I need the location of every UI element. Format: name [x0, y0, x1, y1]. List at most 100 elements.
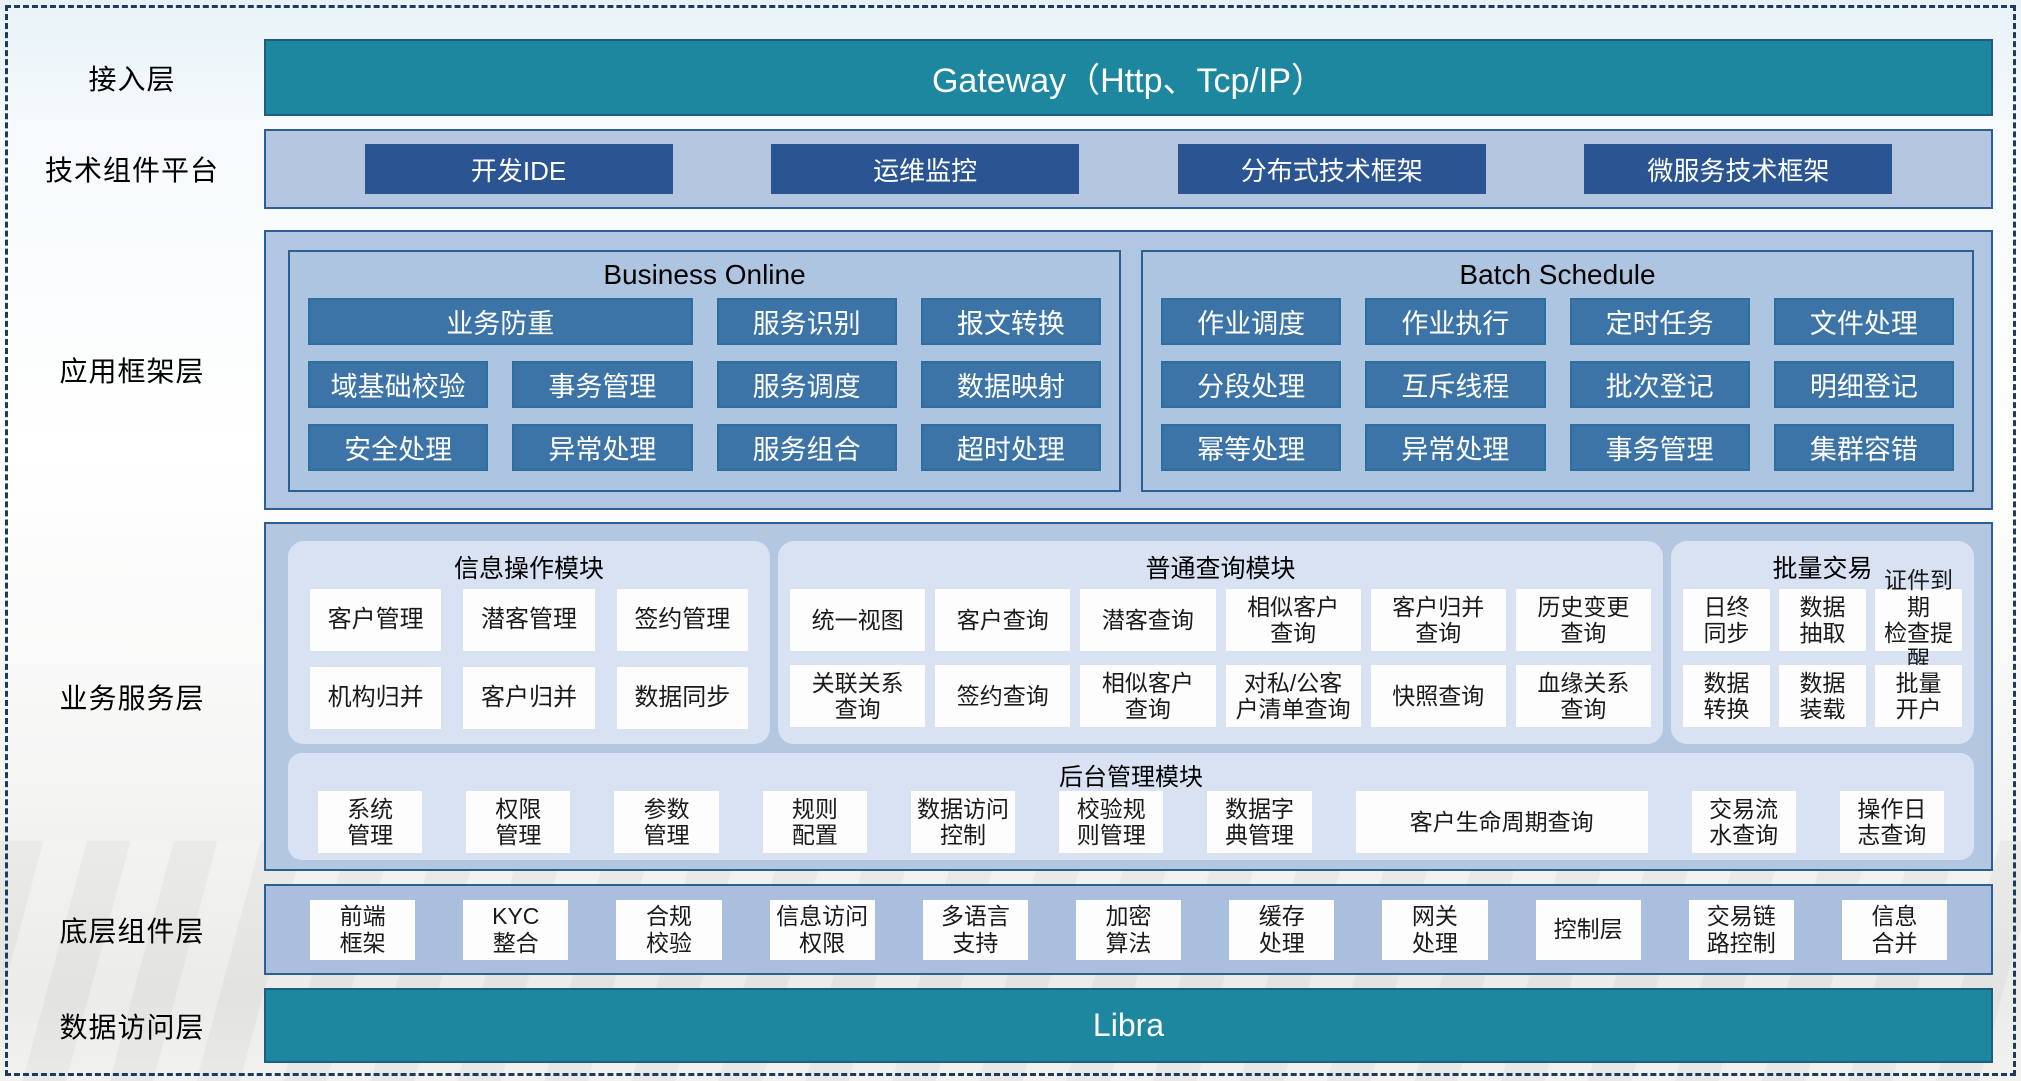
- info-ops-grid: 客户管理 潜客管理 签约管理 机构归并 客户归并 数据同步: [288, 589, 770, 730]
- admin-chip: 操作日 志查询: [1839, 791, 1944, 853]
- batch-trade-chip: 数据 装载: [1779, 665, 1866, 727]
- bo-chip: 服务调度: [716, 361, 897, 408]
- query-chip: 客户归并 查询: [1370, 589, 1506, 651]
- admin-panel: 后台管理模块 系统 管理 权限 管理 参数 管理 规则 配置 数据访问 控制 校…: [288, 753, 1974, 860]
- info-ops-title: 信息操作模块: [453, 555, 604, 583]
- bs-chip: 批次登记: [1569, 361, 1750, 408]
- info-ops-panel: 信息操作模块 客户管理 潜客管理 签约管理 机构归并 客户归并 数据同步: [288, 541, 770, 744]
- admin-chip: 参数 管理: [614, 791, 719, 853]
- base-chip: 多语言 支持: [922, 899, 1028, 960]
- bo-chip: 服务组合: [716, 424, 897, 471]
- query-chip: 快照查询: [1370, 665, 1506, 727]
- query-chip: 潜客查询: [1080, 589, 1216, 651]
- admin-chip: 校验规 则管理: [1059, 791, 1164, 853]
- gateway-bar: Gateway（Http、Tcp/IP）: [264, 39, 1993, 116]
- access-layer-label: 接入层: [88, 63, 176, 95]
- query-chip: 关联关系 查询: [790, 665, 926, 727]
- bo-chip: 事务管理: [512, 361, 693, 408]
- batch-trade-grid: 日终 同步 数据 抽取 证件到期 检查提醒 数据 转换 数据 装载 批量 开户: [1671, 567, 1974, 730]
- bo-chip: 服务识别: [716, 298, 897, 345]
- admin-row: 系统 管理 权限 管理 参数 管理 规则 配置 数据访问 控制 校验规 则管理 …: [288, 791, 1974, 853]
- bs-chip: 定时任务: [1569, 298, 1750, 345]
- tech-item-distributed-framework: 分布式技术框架: [1177, 144, 1486, 194]
- query-chip: 统一视图: [790, 589, 926, 651]
- query-chip: 相似客户 查询: [1225, 589, 1361, 651]
- libra-bar: Libra: [264, 988, 1993, 1063]
- tech-platform-panel: 开发IDE 运维监控 分布式技术框架 微服务技术框架: [264, 129, 1993, 209]
- batch-trade-panel: 批量交易 日终 同步 数据 抽取 证件到期 检查提醒 数据 转换 数据 装载 批…: [1671, 541, 1974, 744]
- query-chip: 签约查询: [935, 665, 1071, 727]
- tech-platform-row: 技术组件平台 开发IDE 运维监控 分布式技术框架 微服务技术框架: [0, 129, 2021, 209]
- tech-item-ops-monitor: 运维监控: [771, 144, 1080, 194]
- admin-title: 后台管理模块: [1059, 763, 1203, 791]
- bs-chip: 事务管理: [1569, 424, 1750, 471]
- business-online-title: Business Online: [603, 259, 806, 290]
- base-chip: 信息 合并: [1841, 899, 1948, 960]
- info-ops-chip: 潜客管理: [463, 589, 595, 651]
- bs-chip: 明细登记: [1773, 361, 1954, 408]
- batch-schedule-grid: 作业调度 作业执行 定时任务 文件处理 分段处理 互斥线程 批次登记 明细登记 …: [1143, 298, 1972, 485]
- app-framework-panel: Business Online 业务防重 服务识别 报文转换 域基础校验 事务管…: [264, 230, 1993, 510]
- bs-chip: 分段处理: [1161, 361, 1342, 408]
- tech-item-microservice-framework: 微服务技术框架: [1584, 144, 1893, 194]
- bo-chip: 安全处理: [308, 424, 489, 471]
- base-chip: KYC 整合: [463, 899, 569, 960]
- admin-chip: 交易流 水查询: [1691, 791, 1796, 853]
- bs-chip: 异常处理: [1365, 424, 1546, 471]
- business-online-grid: 业务防重 服务识别 报文转换 域基础校验 事务管理 服务调度 数据映射 安全处理…: [290, 298, 1119, 485]
- bo-chip: 数据映射: [920, 361, 1101, 408]
- business-service-panel: 信息操作模块 客户管理 潜客管理 签约管理 机构归并 客户归并 数据同步 普通查…: [264, 522, 1993, 871]
- base-chip: 信息访问 权限: [769, 899, 875, 960]
- info-ops-chip: 数据同步: [616, 667, 748, 729]
- batch-trade-chip: 数据 转换: [1683, 665, 1770, 727]
- admin-chip: 数据访问 控制: [910, 791, 1016, 853]
- bs-chip: 集群容错: [1773, 424, 1954, 471]
- info-ops-chip: 签约管理: [616, 589, 748, 651]
- query-chip: 历史变更 查询: [1515, 589, 1651, 651]
- data-access-label: 数据访问层: [59, 1011, 205, 1043]
- admin-chip: 权限 管理: [466, 791, 571, 853]
- admin-chip: 规则 配置: [762, 791, 867, 853]
- query-chip: 对私/公客 户清单查询: [1225, 665, 1361, 727]
- base-chip: 合规 校验: [616, 899, 722, 960]
- admin-chip: 数据字 典管理: [1207, 791, 1312, 853]
- batch-trade-title: 批量交易: [1772, 555, 1873, 583]
- bs-chip: 幂等处理: [1161, 424, 1342, 471]
- bs-chip: 作业执行: [1365, 298, 1546, 345]
- business-service-label: 业务服务层: [59, 682, 205, 714]
- common-query-panel: 普通查询模块 统一视图 客户查询 潜客查询 相似客户 查询 客户归并 查询 历史…: [778, 541, 1663, 744]
- base-chip: 控制层: [1535, 899, 1641, 960]
- admin-chip-lifecycle: 客户生命周期查询: [1355, 791, 1648, 853]
- bo-chip: 业务防重: [308, 298, 693, 345]
- tech-item-dev-ide: 开发IDE: [364, 144, 673, 194]
- base-components-label: 底层组件层: [59, 915, 205, 947]
- bs-chip: 作业调度: [1161, 298, 1342, 345]
- admin-chip: 系统 管理: [318, 791, 423, 853]
- access-layer-row: 接入层 Gateway（Http、Tcp/IP）: [0, 39, 2021, 116]
- batch-trade-chip: 日终 同步: [1683, 589, 1770, 651]
- info-ops-chip: 机构归并: [310, 667, 442, 729]
- bs-chip: 互斥线程: [1365, 361, 1546, 408]
- query-chip: 血缘关系 查询: [1515, 665, 1651, 727]
- business-service-row: 业务服务层 信息操作模块 客户管理 潜客管理 签约管理 机构归并 客户归并 数据…: [0, 522, 2021, 871]
- bo-chip: 域基础校验: [308, 361, 489, 408]
- batch-schedule-panel: Batch Schedule 作业调度 作业执行 定时任务 文件处理 分段处理 …: [1141, 250, 1974, 492]
- base-chip: 缓存 处理: [1229, 899, 1335, 960]
- bo-chip: 超时处理: [920, 424, 1101, 471]
- batch-trade-chip: 证件到期 检查提醒: [1875, 567, 1962, 672]
- app-framework-row: 应用框架层 Business Online 业务防重 服务识别 报文转换 域基础…: [0, 230, 2021, 510]
- bo-chip: 报文转换: [920, 298, 1101, 345]
- tech-platform-label: 技术组件平台: [44, 155, 219, 186]
- query-chip: 相似客户 查询: [1080, 665, 1216, 727]
- business-service-top: 信息操作模块 客户管理 潜客管理 签约管理 机构归并 客户归并 数据同步 普通查…: [288, 541, 1974, 744]
- base-chip: 加密 算法: [1075, 899, 1182, 960]
- data-access-row: 数据访问层 Libra: [0, 988, 2021, 1063]
- batch-schedule-title: Batch Schedule: [1459, 259, 1656, 290]
- base-chip: 网关 处理: [1382, 899, 1488, 960]
- bo-chip: 异常处理: [512, 424, 693, 471]
- base-chip: 交易链 路控制: [1688, 899, 1794, 960]
- business-online-panel: Business Online 业务防重 服务识别 报文转换 域基础校验 事务管…: [288, 250, 1121, 492]
- base-components-row: 底层组件层 前端 框架 KYC 整合 合规 校验 信息访问 权限 多语言 支持 …: [0, 884, 2021, 975]
- base-components-panel: 前端 框架 KYC 整合 合规 校验 信息访问 权限 多语言 支持 加密 算法 …: [264, 884, 1993, 975]
- batch-trade-chip: 数据 抽取: [1779, 589, 1866, 651]
